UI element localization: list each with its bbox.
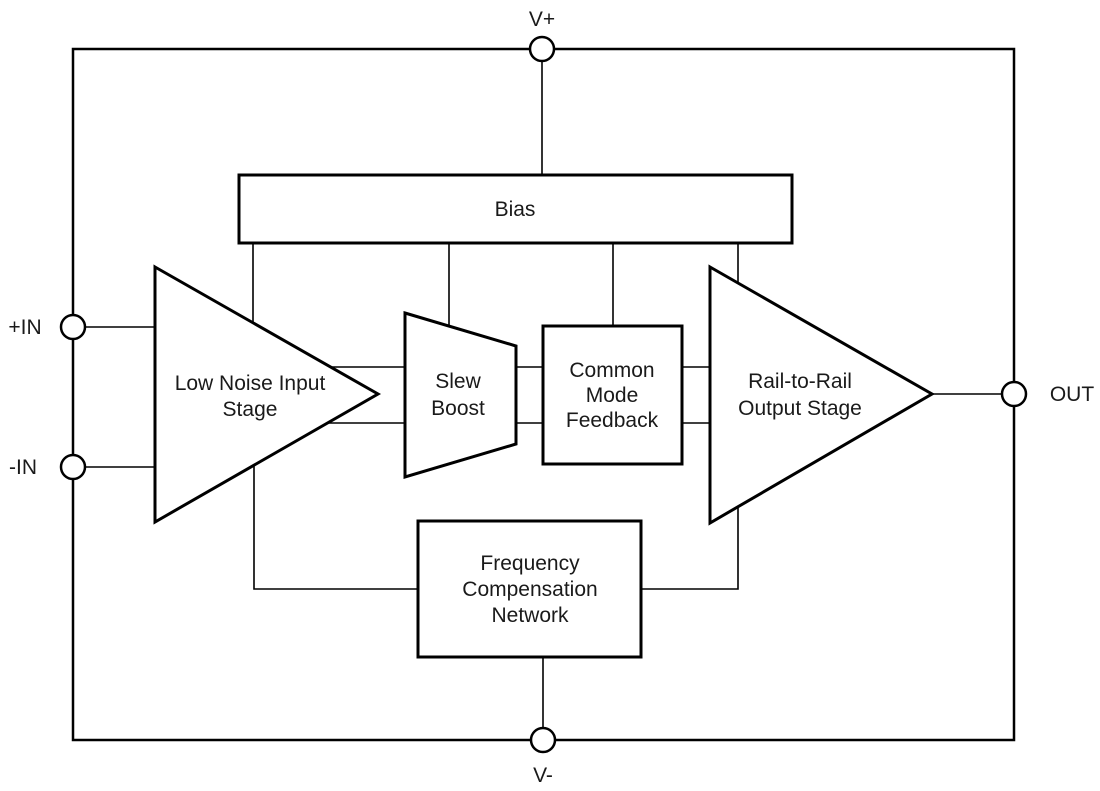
inminus-label: -IN [9,456,37,479]
svg-text:Low Noise Input: Low Noise Input [175,372,326,395]
svg-text:Boost: Boost [431,397,485,420]
inminus-terminal [59,453,87,481]
svg-text:Output Stage: Output Stage [738,397,862,420]
svg-text:Feedback: Feedback [566,409,659,432]
wire-output-to-freqcomp [641,490,739,590]
frequency-compensation-block [416,519,643,659]
inplus-terminal [59,313,87,341]
svg-text:Rail-to-Rail: Rail-to-Rail [748,370,852,393]
out-label: OUT [1050,383,1095,406]
frequency-compensation-label: Frequency Compensation Network [462,552,597,627]
output-stage-triangle [708,264,936,526]
svg-text:Network: Network [491,604,569,627]
svg-text:Mode: Mode [586,384,639,407]
wire-input-to-freqcomp [253,445,418,590]
input-stage-label: Low Noise Input Stage [175,372,326,421]
svg-text:Slew: Slew [435,370,481,393]
input-stage-triangle [153,264,382,525]
slew-boost-trapezoid [403,310,518,480]
bias-label: Bias [495,198,536,221]
common-mode-feedback-block [541,324,684,466]
inplus-label: +IN [8,316,41,339]
svg-text:Common: Common [569,359,654,382]
bias-block [237,173,794,245]
out-terminal [1000,380,1028,408]
slew-boost-label: Slew Boost [431,370,485,420]
svg-text:Stage: Stage [223,398,278,421]
vplus-terminal [528,35,556,63]
wires [85,60,1004,730]
vminus-terminal [529,726,557,754]
svg-text:Compensation: Compensation [462,578,597,601]
svg-text:Frequency: Frequency [480,552,580,575]
output-stage-label: Rail-to-Rail Output Stage [738,370,862,420]
vplus-label: V+ [529,8,555,31]
common-mode-feedback-label: Common Mode Feedback [566,359,659,432]
vminus-label: V- [533,764,553,787]
